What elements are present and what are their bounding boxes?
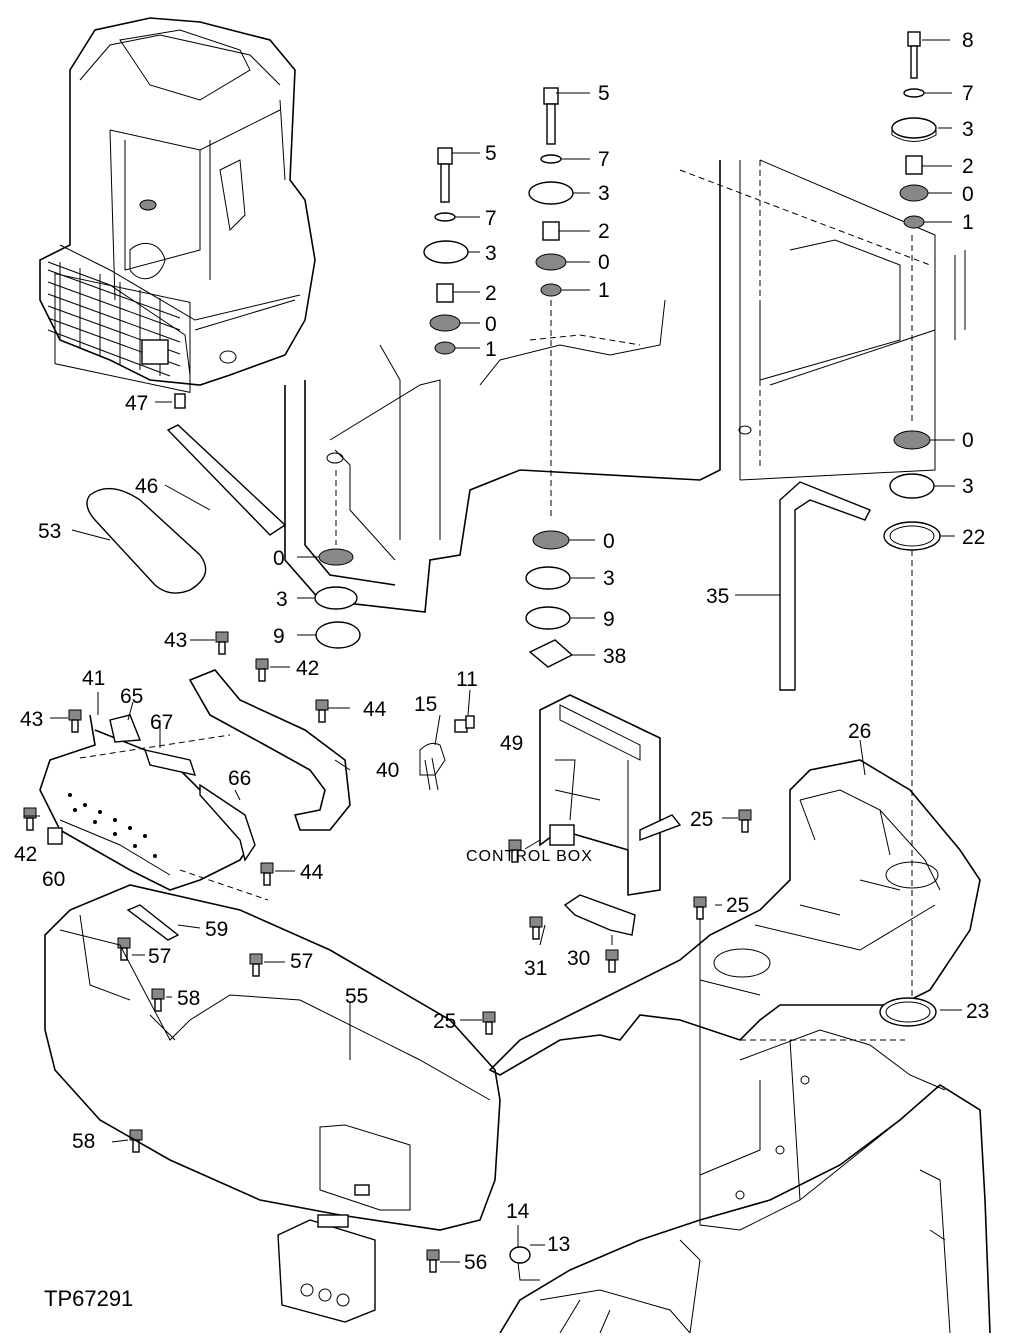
mount-stack-left (314, 147, 469, 649)
control-box-caption: CONTROL BOX (466, 848, 593, 865)
callout-9: 9 (273, 625, 285, 648)
hose-clamp (509, 1246, 540, 1281)
callout-42: 42 (296, 657, 320, 680)
frame-26 (488, 759, 981, 1076)
callout-59: 59 (205, 918, 229, 941)
callout-57: 57 (290, 950, 314, 973)
callout-1: 1 (962, 211, 974, 234)
callout-2: 2 (598, 220, 610, 243)
callout-3: 3 (485, 242, 497, 265)
callout-0: 0 (962, 429, 974, 452)
callout-57: 57 (148, 945, 172, 968)
callout-66: 66 (228, 767, 252, 790)
callout-44: 44 (300, 861, 324, 884)
ring-23 (879, 997, 937, 1027)
callout-0: 0 (485, 313, 497, 336)
callout-31: 31 (524, 957, 548, 980)
callout-0: 0 (603, 530, 615, 553)
callout-3: 3 (962, 475, 974, 498)
callout-43: 43 (20, 708, 44, 731)
callout-49: 49 (500, 732, 524, 755)
callout-7: 7 (485, 207, 497, 230)
callout-56: 56 (464, 1251, 488, 1274)
pad-53 (86, 487, 207, 594)
seal-strip (779, 481, 871, 691)
plate-59 (126, 904, 180, 941)
callout-5: 5 (598, 82, 610, 105)
machine-cab-illustration (39, 17, 316, 393)
drawing-code: TP67291 (44, 1286, 134, 1311)
electrical-connectors (419, 715, 475, 791)
callout-1: 1 (485, 338, 497, 361)
callout-41: 41 (82, 667, 106, 690)
callout-8: 8 (962, 29, 974, 52)
callout-3: 3 (276, 588, 288, 611)
callout-11: 11 (456, 668, 478, 691)
callout-13: 13 (547, 1233, 571, 1256)
callout-3: 3 (603, 567, 615, 590)
callout-60: 60 (42, 868, 66, 891)
callout-58: 58 (72, 1130, 96, 1153)
callout-9: 9 (603, 608, 615, 631)
callout-25: 25 (726, 894, 750, 917)
callout-42: 42 (14, 843, 38, 866)
callout-40: 40 (376, 759, 400, 782)
callout-7: 7 (962, 82, 974, 105)
callout-38: 38 (603, 645, 627, 668)
cover-plate (277, 1214, 376, 1323)
callout-0: 0 (273, 547, 285, 570)
callout-67: 67 (150, 711, 174, 734)
callout-53: 53 (38, 520, 62, 543)
callout-22: 22 (962, 526, 986, 549)
leader-lines (24, 39, 962, 1263)
callout-25: 25 (690, 808, 714, 831)
callout-1: 1 (598, 279, 610, 302)
callout-7: 7 (598, 148, 610, 171)
callout-0: 0 (598, 251, 610, 274)
callout-35: 35 (706, 585, 730, 608)
callout-46: 46 (135, 475, 159, 498)
callout-2: 2 (485, 282, 497, 305)
callout-15: 15 (414, 693, 438, 716)
callout-5: 5 (485, 142, 497, 165)
callout-23: 23 (966, 1000, 990, 1023)
bracket-30 (563, 894, 636, 936)
callout-55: 55 (345, 985, 369, 1008)
bracket-46 (166, 424, 287, 536)
callout-65: 65 (120, 685, 144, 708)
cab-front-grille (47, 262, 181, 377)
lower-frame (499, 1029, 991, 1334)
mount-stack-right (883, 31, 941, 1000)
upper-frame (284, 159, 966, 613)
callout-43: 43 (164, 629, 188, 652)
callout-3: 3 (598, 182, 610, 205)
callout-47: 47 (125, 392, 149, 415)
callout-3: 3 (962, 118, 974, 141)
counterweight-55 (44, 884, 501, 1231)
callout-58: 58 (177, 987, 201, 1010)
callout-2: 2 (962, 155, 974, 178)
step-bracket-group (39, 669, 351, 901)
callout-25: 25 (433, 1010, 457, 1033)
mount-stack-center (525, 87, 574, 668)
callout-26: 26 (848, 720, 872, 743)
callout-30: 30 (567, 947, 591, 970)
callout-44: 44 (363, 698, 387, 721)
callout-14: 14 (506, 1200, 530, 1223)
callout-0: 0 (962, 183, 974, 206)
control-box (539, 694, 682, 896)
